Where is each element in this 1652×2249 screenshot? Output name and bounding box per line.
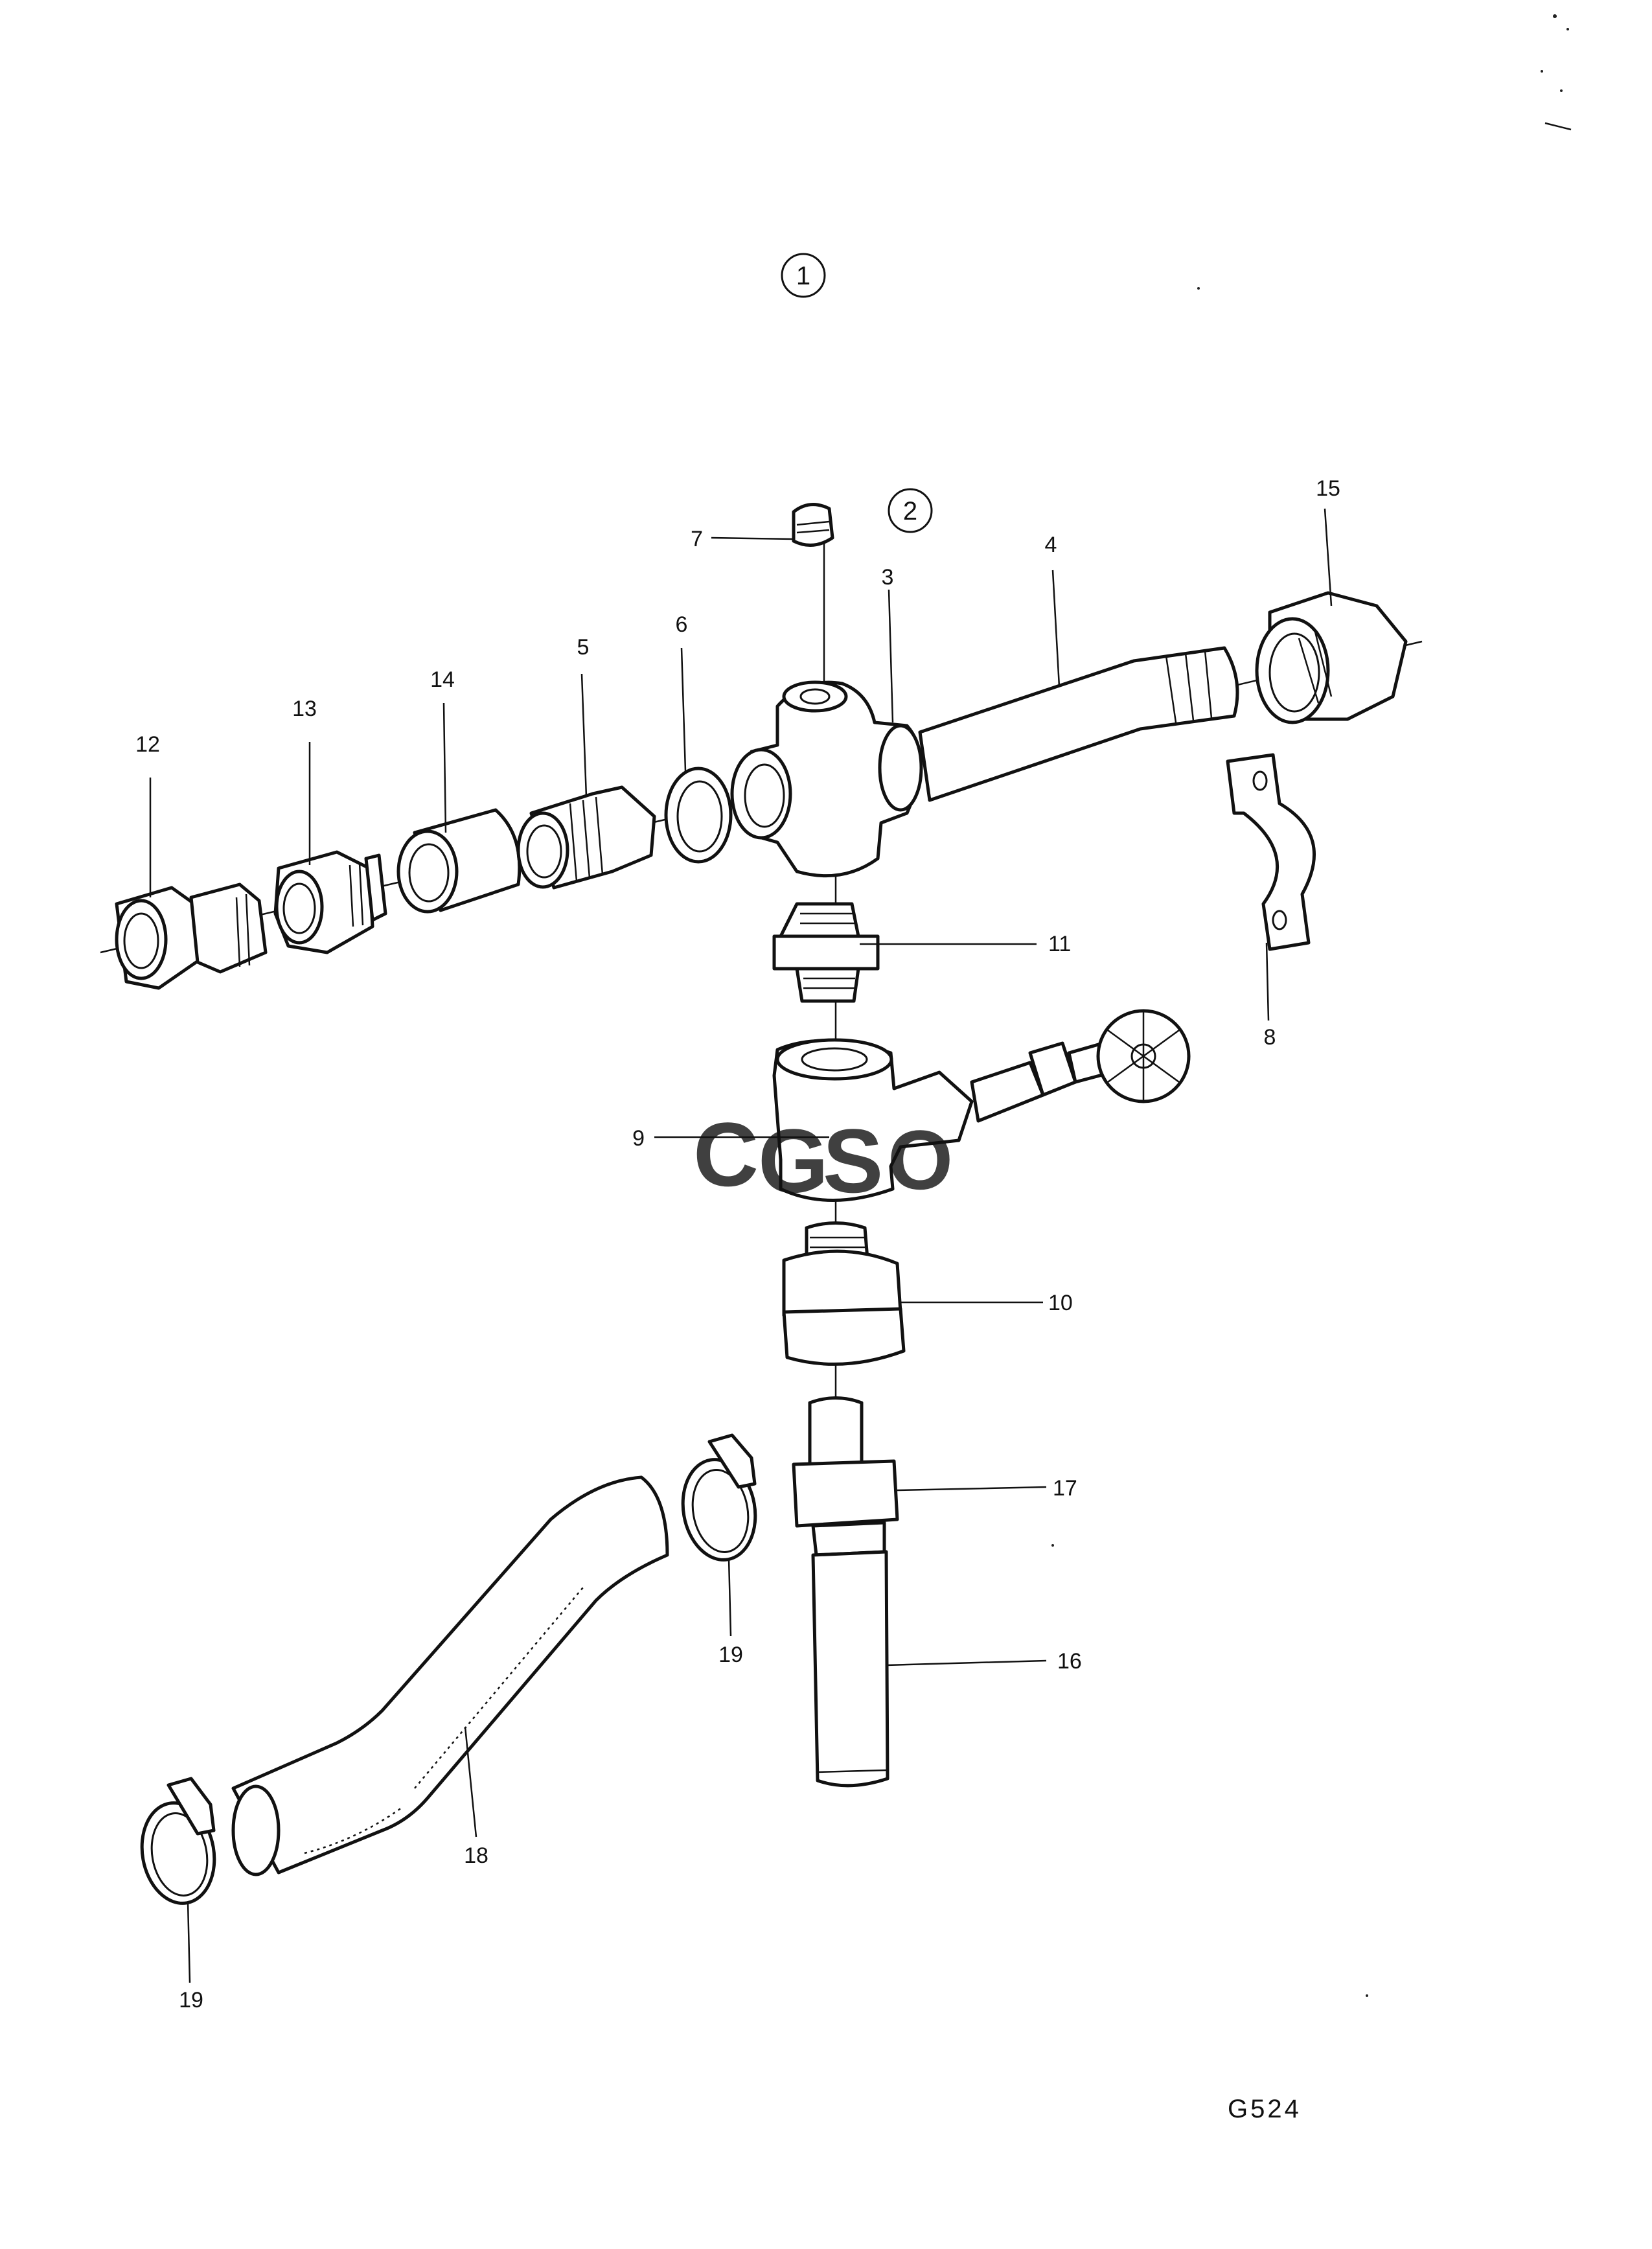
callout-3: 3 — [882, 565, 894, 590]
callout-13: 13 — [292, 697, 317, 721]
callout-6: 6 — [676, 612, 688, 637]
watermark-letter-4: O — [888, 1113, 953, 1207]
part-17-hex-connector — [792, 1396, 899, 1557]
callout-9: 9 — [632, 1126, 645, 1151]
callout-15: 15 — [1316, 476, 1340, 501]
drawing-number: G524 — [1228, 2095, 1302, 2123]
callout-19-upper: 19 — [718, 1643, 743, 1667]
part-12-compression-nut — [115, 882, 268, 990]
watermark-letter-2: G — [758, 1110, 829, 1212]
part-13-adapter-nipple — [273, 850, 387, 954]
part-14-socket — [396, 808, 522, 914]
part-11-hex-nipple — [772, 902, 880, 1003]
part-19-hose-clamp-upper — [681, 1433, 757, 1562]
part-3-cross-fitting — [730, 680, 923, 878]
part-8-pipe-clamp — [1226, 753, 1316, 951]
part-4-pipe — [918, 646, 1239, 802]
callout-12: 12 — [135, 732, 160, 757]
part-15-union-nut — [1255, 591, 1408, 724]
part-16-strainer-tube — [811, 1550, 889, 1788]
callout-8: 8 — [1264, 1025, 1276, 1050]
callout-5: 5 — [577, 635, 590, 660]
callout-17: 17 — [1053, 1476, 1077, 1501]
watermark-letter-3: S — [823, 1110, 883, 1212]
part-18-hose — [231, 1475, 669, 1876]
callout-18: 18 — [464, 1843, 488, 1868]
callout-4: 4 — [1045, 533, 1057, 557]
part-10-hose-connector — [782, 1221, 906, 1366]
watermark-letter-1: C — [693, 1103, 759, 1205]
part-9-gate-valve — [772, 1009, 1191, 1202]
callout-7: 7 — [691, 527, 703, 551]
group-marker-2-text: 2 — [903, 497, 917, 525]
group-marker-2: 2 — [888, 488, 933, 533]
callout-14: 14 — [430, 667, 455, 692]
part-6-washer — [664, 767, 733, 864]
group-marker-1: 1 — [781, 253, 826, 298]
part-19-hose-clamp-lower — [140, 1777, 216, 1905]
scan-specks — [906, 14, 1572, 1997]
part-7-plug — [792, 503, 834, 547]
leader-lines — [149, 508, 1333, 1983]
callout-10: 10 — [1048, 1291, 1073, 1315]
callout-19-lower: 19 — [179, 1988, 203, 2013]
part-5-reducing-nipple — [516, 785, 656, 890]
callouts: 7 3 4 15 5 6 14 13 12 11 8 9 10 17 16 19… — [135, 476, 1340, 2013]
callout-11: 11 — [1048, 932, 1071, 956]
watermark: C G S O — [693, 1103, 953, 1212]
callout-16: 16 — [1057, 1649, 1082, 1674]
group-marker-1-text: 1 — [796, 262, 810, 290]
